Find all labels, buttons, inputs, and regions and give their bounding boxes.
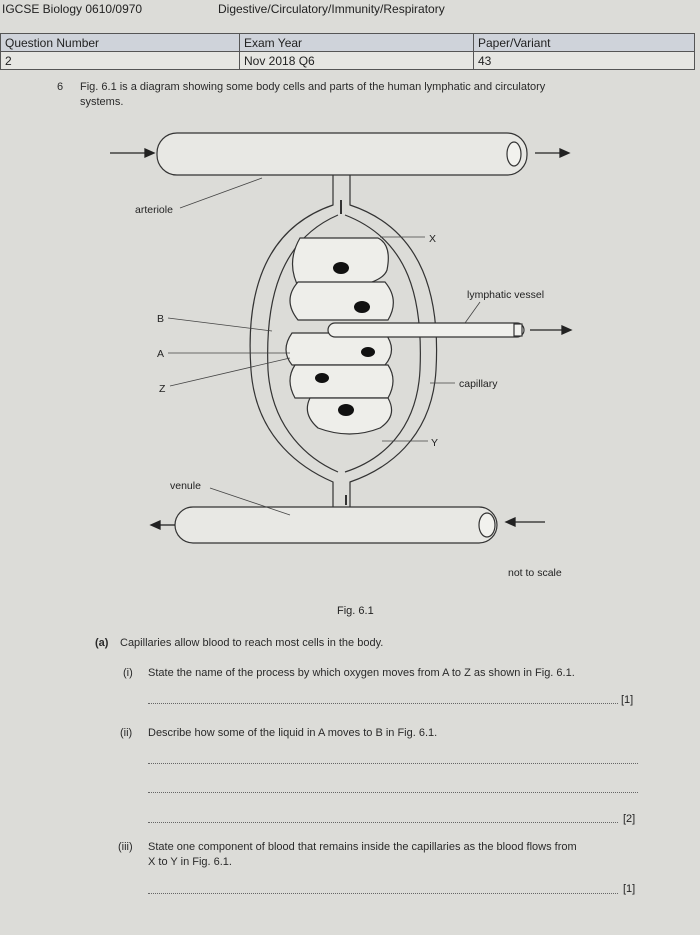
answer-line-ii-1[interactable] (148, 763, 638, 764)
cell-nucleus (354, 301, 370, 313)
arteriole-opening (507, 142, 521, 166)
label-venule: venule (170, 480, 201, 492)
part-a-i-text: State the name of the process by which o… (148, 667, 575, 679)
part-a-iii-text1: State one component of blood that remain… (148, 841, 577, 853)
body-cell (290, 365, 393, 398)
answer-line-iii[interactable] (148, 893, 618, 894)
part-a-text: Capillaries allow blood to reach most ce… (120, 637, 383, 649)
label-a: A (157, 348, 164, 360)
cell-nucleus (315, 373, 329, 383)
part-a-ii-label: (ii) (120, 727, 132, 739)
part-a-iii-label: (iii) (118, 841, 133, 853)
body-cell (307, 398, 391, 434)
mark-iii: [1] (623, 883, 635, 895)
label-b: B (157, 313, 164, 325)
mark-ii: [2] (623, 813, 635, 825)
fig-6-1-diagram: arteriole X lymphatic vessel B A Z capil… (0, 0, 700, 620)
label-arteriole: arteriole (135, 204, 173, 216)
lymphatic-vessel (328, 323, 524, 337)
label-x: X (429, 233, 436, 245)
body-cell (290, 282, 393, 320)
part-a-i-label: (i) (123, 667, 133, 679)
figure-caption: Fig. 6.1 (337, 605, 374, 617)
body-cell (286, 333, 392, 365)
cell-nucleus (361, 347, 375, 357)
part-a-iii-text2: X to Y in Fig. 6.1. (148, 856, 232, 868)
cell-nucleus (333, 262, 349, 274)
label-y: Y (431, 437, 438, 449)
mark-i: [1] (621, 694, 633, 706)
venule-vessel (175, 507, 497, 543)
label-z: Z (159, 383, 166, 395)
answer-line-i[interactable] (148, 703, 618, 704)
answer-line-ii-2[interactable] (148, 792, 638, 793)
venule-opening (479, 513, 495, 537)
part-a-label: (a) (95, 637, 108, 649)
not-to-scale-note: not to scale (508, 567, 562, 579)
part-a-ii-text: Describe how some of the liquid in A mov… (148, 727, 437, 739)
label-capillary: capillary (459, 378, 498, 390)
answer-line-ii-3[interactable] (148, 822, 618, 823)
label-lymphatic-vessel: lymphatic vessel (467, 289, 544, 301)
cell-nucleus (338, 404, 354, 416)
arteriole-vessel (157, 133, 527, 175)
